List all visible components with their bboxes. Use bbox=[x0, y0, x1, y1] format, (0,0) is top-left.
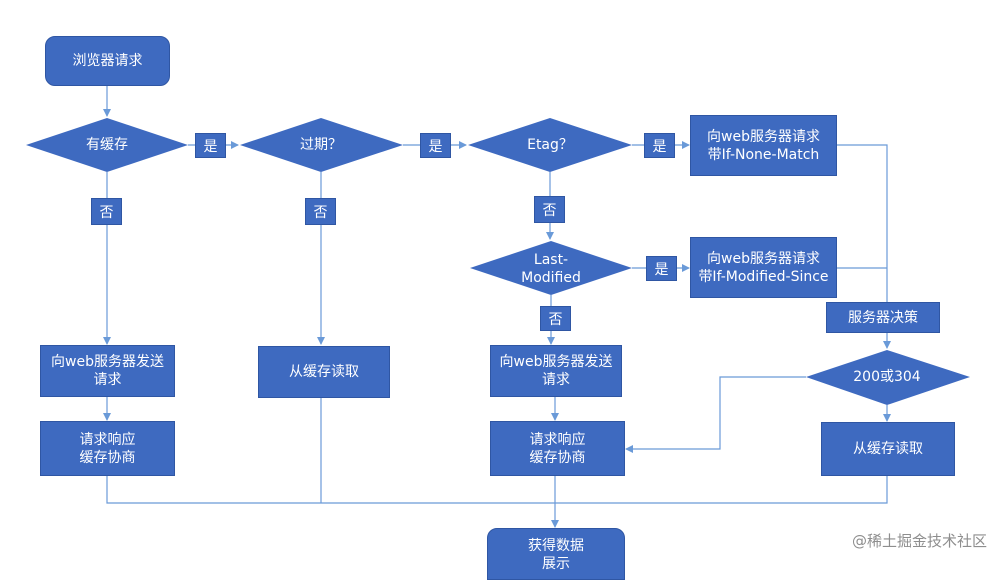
request-if-modified-since-node: 向web服务器请求 带If-Modified-Since bbox=[690, 237, 837, 298]
browser-request-node: 浏览器请求 bbox=[45, 36, 170, 86]
yes-tag-etag: 是 bbox=[644, 133, 675, 158]
expired-diamond bbox=[240, 118, 403, 172]
edge-if-none-match-to-decision bbox=[837, 144, 888, 302]
has-cache-label: 有缓存 bbox=[86, 137, 128, 153]
status-diamond bbox=[806, 350, 970, 405]
expired-label: 过期？ bbox=[300, 137, 342, 153]
get-data-display-node: 获得数据 展示 bbox=[487, 528, 625, 580]
yes-tag-has-cache: 是 bbox=[195, 133, 226, 158]
response-negotiate-left-node: 请求响应 缓存协商 bbox=[40, 421, 175, 476]
edge-merge-bottom bbox=[106, 476, 888, 504]
response-negotiate-mid-node: 请求响应 缓存协商 bbox=[490, 421, 625, 476]
yes-tag-last-modified: 是 bbox=[646, 256, 677, 281]
read-cache-right-node: 从缓存读取 bbox=[821, 422, 955, 476]
has-cache-diamond bbox=[26, 118, 188, 172]
yes-tag-expired: 是 bbox=[420, 133, 451, 158]
no-tag-has-cache: 否 bbox=[91, 198, 122, 225]
last-modified-diamond bbox=[470, 241, 632, 295]
last-modified-label: Last- Modified bbox=[521, 252, 581, 286]
etag-label: Etag？ bbox=[527, 137, 573, 153]
send-request-left-node: 向web服务器发送 请求 bbox=[40, 345, 175, 397]
no-tag-last-modified: 否 bbox=[540, 306, 571, 331]
no-tag-expired: 否 bbox=[305, 198, 336, 225]
server-decision-node: 服务器决策 bbox=[826, 302, 940, 333]
edge-status-to-negotiate-mid bbox=[625, 376, 806, 453]
send-request-mid-node: 向web服务器发送 请求 bbox=[490, 345, 622, 397]
no-tag-etag: 否 bbox=[534, 196, 565, 223]
status-label: 200或304 bbox=[853, 369, 921, 385]
etag-diamond bbox=[468, 118, 632, 172]
read-cache-middle-node: 从缓存读取 bbox=[258, 346, 390, 398]
watermark: @稀土掘金技术社区 bbox=[851, 532, 987, 550]
request-if-none-match-node: 向web服务器请求 带If-None-Match bbox=[690, 115, 837, 176]
